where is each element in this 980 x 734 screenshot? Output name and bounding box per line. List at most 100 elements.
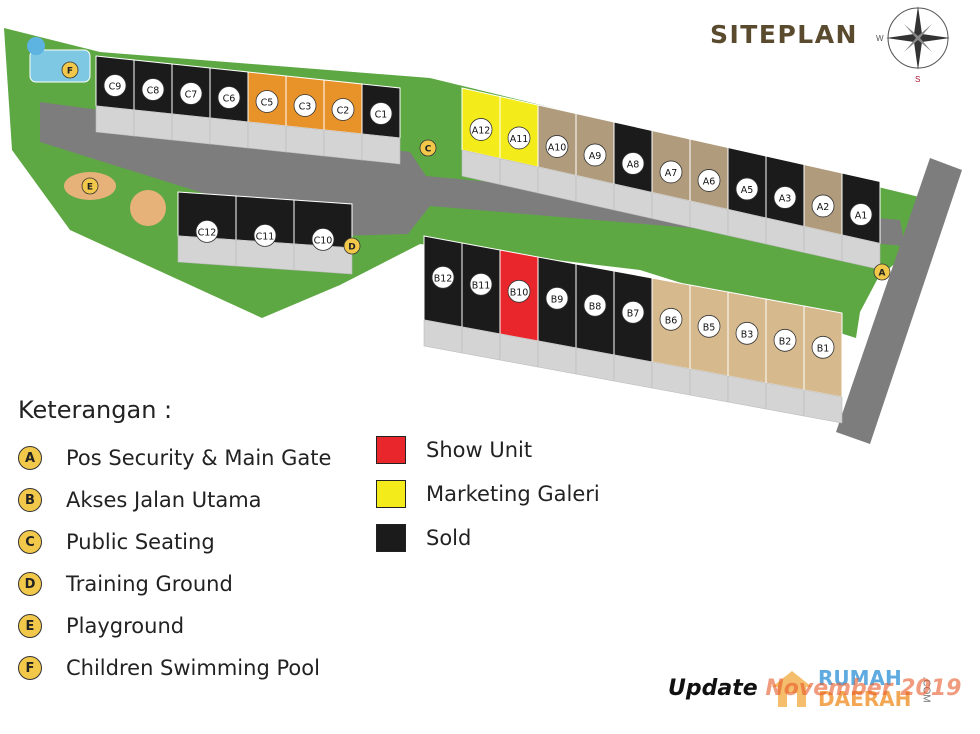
lot-c10[interactable]: C10 xyxy=(293,199,353,275)
lot-c11[interactable]: C11 xyxy=(235,195,295,271)
legend-badge: E xyxy=(18,614,42,638)
lot-label: A9 xyxy=(589,151,602,162)
page-title: SITEPLAN xyxy=(710,20,858,49)
lot-b3[interactable]: B3 xyxy=(727,291,767,410)
svg-text:E: E xyxy=(87,183,93,193)
lot-label: A10 xyxy=(548,142,567,153)
lot-label: B9 xyxy=(551,294,564,305)
lot-a5[interactable]: A5 xyxy=(727,146,767,245)
lot-label: C6 xyxy=(223,94,236,105)
status-label: Show Unit xyxy=(426,438,533,462)
compass-icon: W S xyxy=(876,6,950,84)
legend-text: Children Swimming Pool xyxy=(66,656,320,680)
lot-label: C9 xyxy=(109,82,122,93)
legend-badge: D xyxy=(18,572,42,596)
status-key-item: Show Unit xyxy=(376,436,532,464)
facility-marker-label: C xyxy=(425,145,432,155)
watermark-line1: RUMAH xyxy=(818,666,902,690)
legend-text: Training Ground xyxy=(66,572,233,596)
lot-a6[interactable]: A6 xyxy=(689,138,729,236)
lot-c7[interactable]: C7 xyxy=(171,63,211,145)
lot-c8[interactable]: C8 xyxy=(133,59,173,141)
lot-b5[interactable]: B5 xyxy=(689,284,729,403)
facility-marker-d[interactable]: D xyxy=(343,237,361,255)
legend-badge: F xyxy=(18,656,42,680)
compass-west: W xyxy=(876,34,884,43)
legend-item: E Playground xyxy=(18,614,184,638)
facility-marker-f-top: F xyxy=(61,61,79,79)
legend-text: Akses Jalan Utama xyxy=(66,488,262,512)
lot-label: B11 xyxy=(472,280,491,291)
lot-c3[interactable]: C3 xyxy=(285,75,325,157)
lot-label: A3 xyxy=(779,193,792,204)
lot-a9[interactable]: A9 xyxy=(575,112,615,211)
lot-c5[interactable]: C5 xyxy=(247,71,287,153)
status-label: Marketing Galeri xyxy=(426,482,600,506)
lot-label: C10 xyxy=(314,235,333,246)
lot-label: A11 xyxy=(510,134,529,145)
facility-marker-label: A xyxy=(879,269,886,279)
lot-b8[interactable]: B8 xyxy=(575,263,615,382)
status-swatch xyxy=(376,480,406,508)
lot-c12[interactable]: C12 xyxy=(177,191,237,267)
facility-marker-a[interactable]: A xyxy=(873,263,891,281)
legend-text: Pos Security & Main Gate xyxy=(66,446,332,470)
lot-label: B7 xyxy=(627,308,640,319)
legend-badge: C xyxy=(18,530,42,554)
lot-label: C1 xyxy=(375,110,388,121)
lot-label: C11 xyxy=(256,231,275,242)
pool-circle xyxy=(27,37,45,55)
status-swatch xyxy=(376,436,406,464)
access-road xyxy=(836,158,962,444)
facility-marker-c[interactable]: C xyxy=(419,139,437,157)
lot-label: B8 xyxy=(589,301,602,312)
lot-c1[interactable]: C1 xyxy=(361,83,401,165)
lot-a1[interactable]: A1 xyxy=(841,172,881,270)
legend-item: A Pos Security & Main Gate xyxy=(18,446,331,470)
lot-b6[interactable]: B6 xyxy=(651,277,691,396)
lot-label: B2 xyxy=(779,336,792,347)
lot-b7[interactable]: B7 xyxy=(613,270,653,389)
svg-text:F: F xyxy=(67,67,73,77)
lot-a10[interactable]: A10 xyxy=(537,104,577,202)
lot-label: C8 xyxy=(147,86,160,97)
lot-label: A5 xyxy=(741,185,754,196)
facility-marker-label: D xyxy=(348,243,355,253)
pool-shape xyxy=(29,49,91,83)
watermark: RUMAH DAERAH .COM xyxy=(770,668,939,710)
lot-c9[interactable]: C9 xyxy=(95,55,135,137)
lot-a11[interactable]: A11 xyxy=(499,95,539,194)
lot-label: A2 xyxy=(817,202,830,213)
legend-text: Public Seating xyxy=(66,530,215,554)
legend-item: D Training Ground xyxy=(18,572,233,596)
lot-label: A1 xyxy=(855,210,868,221)
lot-label: B1 xyxy=(817,343,830,354)
lot-b9[interactable]: B9 xyxy=(537,256,577,375)
update-date: November 2019 xyxy=(765,676,962,701)
lot-a3[interactable]: A3 xyxy=(765,155,805,253)
lot-a8[interactable]: A8 xyxy=(613,121,653,219)
facility-marker-e-top: E xyxy=(81,177,99,195)
lot-c2[interactable]: C2 xyxy=(323,79,363,161)
watermark-line2: DAERAH xyxy=(818,687,912,711)
legend-badge: B xyxy=(18,488,42,512)
lot-b11[interactable]: B11 xyxy=(461,242,501,361)
legend-heading: Keterangan : xyxy=(18,396,173,424)
legend-item: F Children Swimming Pool xyxy=(18,656,320,680)
lot-b12[interactable]: B12 xyxy=(423,235,463,354)
lot-label: A6 xyxy=(703,176,716,187)
lot-a7[interactable]: A7 xyxy=(651,129,691,228)
lot-a12[interactable]: A12 xyxy=(461,87,501,185)
lot-b1[interactable]: B1 xyxy=(803,305,843,424)
legend-text: Playground xyxy=(66,614,185,638)
lot-b10[interactable]: B10 xyxy=(499,249,539,368)
lot-b2[interactable]: B2 xyxy=(765,298,805,417)
lot-a2[interactable]: A2 xyxy=(803,163,843,262)
lot-c6[interactable]: C6 xyxy=(209,67,249,149)
lot-label: C5 xyxy=(261,98,274,109)
legend-badge: A xyxy=(18,446,42,470)
lot-label: B3 xyxy=(741,329,754,340)
house-icon xyxy=(772,671,812,707)
lot-label: B6 xyxy=(665,315,678,326)
